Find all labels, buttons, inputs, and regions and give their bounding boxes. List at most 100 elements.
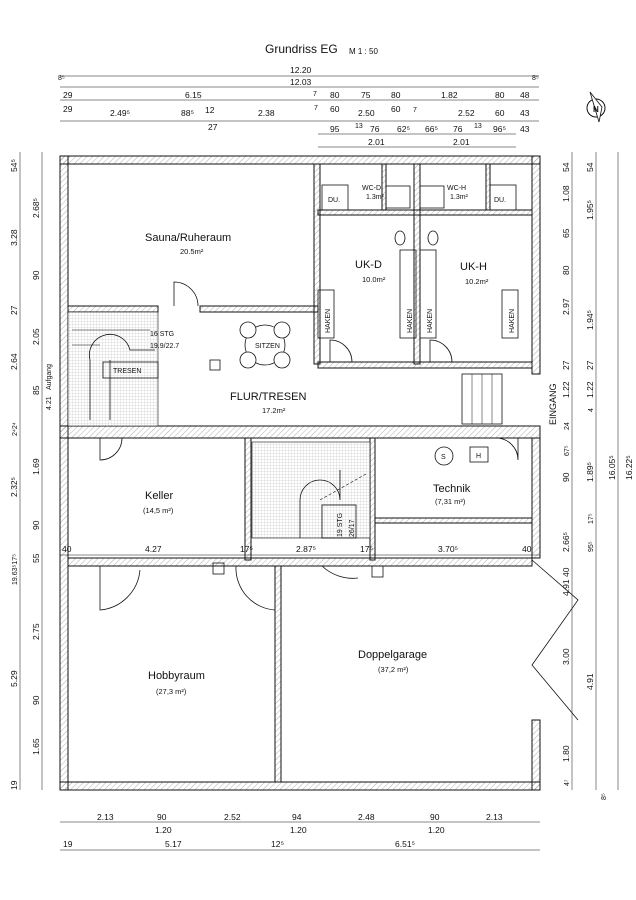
toilet-wch (419, 185, 445, 209)
dim-top-80a: 80 (330, 90, 340, 100)
stair-upper-ratio: 19.9/22.7 (150, 343, 179, 350)
dim-left-5-29: 5.29 (9, 670, 19, 687)
dim-bot-1-20a: 1.20 (155, 825, 172, 835)
dim-top-80c: 80 (495, 90, 505, 100)
dim-top-95: 95 (330, 124, 340, 134)
dim-top-88: 88⁵ (181, 108, 194, 118)
room-sauna-area: 20.5m² (180, 247, 204, 256)
dim-top-66: 66⁵ (425, 124, 438, 134)
dim-bot-90b: 90 (430, 812, 440, 822)
dim-top-13b: 13 (474, 123, 482, 130)
room-keller-area: (14,5 m²) (143, 506, 174, 515)
dim-top-60a: 60 (330, 104, 340, 114)
dim-mid-40a: 40 (62, 544, 72, 554)
tank-s-icon (434, 446, 454, 466)
dim-top-2-49: 2.49⁵ (110, 108, 130, 118)
dim-left-3-28: 3.28 (9, 229, 19, 246)
shower-wcd-label: DU. (328, 197, 340, 204)
room-ukh-area: 10.2m² (465, 277, 489, 286)
dim-corner-right: 8⁵ (532, 75, 539, 82)
dim-top-76b: 76 (453, 124, 463, 134)
dim-right-1-95: 1.95⁵ (585, 200, 595, 220)
dim-left-2-05: 2.05 (31, 328, 41, 345)
dim-top-7: 7 (313, 91, 317, 98)
dim-top-2-38: 2.38 (258, 108, 275, 118)
dim-right-4-91b: 4.91 (561, 579, 571, 596)
dim-left-27: 27 (9, 305, 19, 315)
table-sitzen (239, 321, 291, 369)
dim-right-27b: 27 (585, 360, 595, 370)
stair-upper-steps: 16 STG (150, 331, 174, 338)
dim-mid-2-87: 2.87⁵ (296, 544, 316, 554)
bench-ukh-right (501, 289, 519, 339)
dim-left-55: 55 (31, 553, 41, 563)
heater-h-label: H (476, 453, 481, 460)
dim-bot-19: 19 (63, 839, 73, 849)
dim-right-1-22b: 1.22 (585, 381, 595, 398)
shower-wch-label: DU. (494, 197, 506, 204)
dim-right-24: 24 (564, 422, 571, 430)
plan-scale: M 1 : 50 (349, 47, 378, 56)
dim-right-16-05: 16.05⁵ (607, 455, 617, 480)
dim-bot-2-52: 2.52 (224, 812, 241, 822)
plan-title: Grundriss EG (265, 42, 338, 56)
door-keller (99, 437, 123, 461)
dim-right-17: 17⁵ (588, 513, 595, 524)
dim-top-2-52: 2.52 (458, 108, 475, 118)
dim-corner-left: 8⁵ (58, 75, 65, 82)
stair-lower-ratio: 26/17 (349, 519, 356, 537)
dim-mid-40b: 40 (522, 544, 532, 554)
dim-right-1-80: 1.80 (561, 745, 571, 762)
room-technik-area: (7,31 m²) (435, 497, 466, 506)
dim-left-4-21: 4.21 (46, 396, 53, 410)
dim-top-7b: 7 (314, 105, 318, 112)
dim-right-54b: 54 (585, 162, 595, 172)
dim-left-90b: 90 (31, 520, 41, 530)
dim-top-60c: 60 (495, 108, 505, 118)
haken-label-1: HAKEN (325, 309, 332, 333)
dim-left-19: 19 (9, 780, 19, 790)
dim-bot-2-48: 2.48 (358, 812, 375, 822)
dim-bot-5-17: 5.17 (165, 839, 182, 849)
dim-top-2-50: 2.50 (358, 108, 375, 118)
room-technik-name: Technik (433, 483, 471, 495)
dim-top-75: 75 (361, 90, 371, 100)
dim-left-2-64: 2.64 (9, 353, 19, 370)
dim-mid-4-27: 4.27 (145, 544, 162, 554)
dim-top-12: 12 (205, 105, 215, 115)
dim-top-12-20: 12.20 (290, 65, 312, 75)
bench-ukd-right (399, 249, 417, 339)
dim-left-1-69: 1.69 (31, 458, 41, 475)
dim-bot-1-20b: 1.20 (290, 825, 307, 835)
room-wch-name: WC-H (447, 185, 466, 192)
tresen-counter (102, 361, 159, 379)
bench-ukd-left (317, 289, 335, 339)
tresen-label: TRESEN (113, 368, 141, 375)
dim-left-2-75: 2.75 (31, 623, 41, 640)
room-sauna-name: Sauna/Ruheraum (145, 232, 231, 244)
dim-right-65: 65 (561, 228, 571, 238)
dim-left-85: 85 (31, 385, 41, 395)
dim-left-19-63: 19.63⁵17⁵ (12, 554, 19, 585)
dim-left-24: 2⁴2⁴ (12, 422, 19, 436)
dim-top-80b: 80 (391, 90, 401, 100)
dim-right-67: 67⁵ (564, 445, 571, 456)
door-ukd (329, 339, 353, 363)
dim-right-16-22: 16.22⁵ (624, 455, 634, 480)
dim-top-13a: 13 (355, 123, 363, 130)
dim-right-54a: 54 (561, 162, 571, 172)
dim-right-8b: 8⁵ (601, 793, 608, 800)
haken-label-4: HAKEN (509, 309, 516, 333)
dim-top-76a: 76 (370, 124, 380, 134)
left-dimensions: 54⁵ 2.68⁵ 3.28 90 27 2.05 2.64 85 2⁴2⁴ 1… (9, 152, 53, 790)
toilet-wcd (385, 185, 411, 209)
dim-bot-2-13b: 2.13 (486, 812, 503, 822)
dim-top-43b: 43 (520, 124, 530, 134)
shower-wch (489, 184, 517, 211)
shaft-right (371, 565, 384, 578)
dim-right-2-66: 2.66⁵ (561, 532, 571, 552)
haken-label-2: HAKEN (407, 309, 414, 333)
dim-bot-12: 12⁵ (271, 839, 284, 849)
room-ukh-name: UK-H (460, 261, 487, 273)
room-garage-name: Doppelgarage (358, 649, 427, 661)
